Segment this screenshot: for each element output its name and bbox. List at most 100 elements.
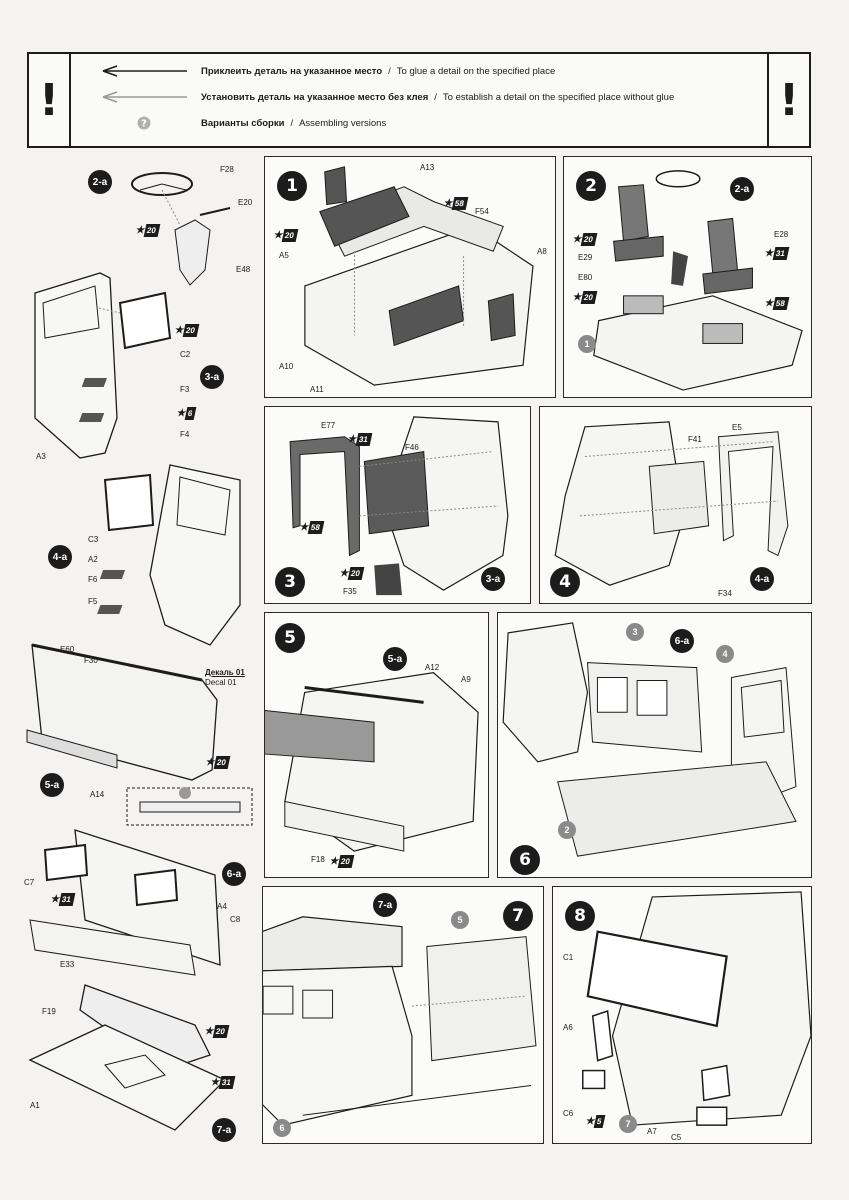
- seats-illustration: [593, 170, 803, 391]
- paint-code-badge: 20: [580, 233, 598, 246]
- ref-7a-badge: 7-a: [373, 893, 397, 917]
- part-label: A3: [36, 452, 46, 461]
- substep-2a-badge: 2-a: [88, 170, 112, 194]
- step-4-panel: 4 F41 E5 F34 4-a: [539, 406, 812, 604]
- cab-front-illustration: [582, 891, 811, 1126]
- dashboard-5a-illustration: [26, 643, 253, 826]
- step-5-number: 5: [275, 623, 305, 653]
- part-label: C7: [24, 878, 35, 887]
- door-4a-illustration: [97, 464, 241, 646]
- part-label: E77: [321, 421, 336, 430]
- legend-noglue-ru: Установить деталь на указанное место без…: [201, 91, 429, 103]
- paint-code-badge: 31: [58, 893, 76, 906]
- part-label: F6: [88, 575, 98, 584]
- paint-code-badge: 31: [218, 1076, 236, 1089]
- part-label: A12: [425, 663, 440, 672]
- step-3-panel: 3 E77 F46 F35 31 58 20 3-a: [264, 406, 531, 604]
- part-label: F41: [688, 435, 702, 444]
- ref-6a-badge: 6-a: [670, 629, 694, 653]
- paint-code-badge: 58: [772, 297, 790, 310]
- glue-arrow-icon: [102, 65, 187, 77]
- ref-step-5-badge: 5: [451, 911, 469, 929]
- part-label: F34: [718, 589, 732, 598]
- step-8-number: 8: [565, 901, 595, 931]
- part-label: A6: [563, 1023, 573, 1032]
- ref-step-1-badge: 1: [578, 335, 596, 353]
- part-label: C3: [88, 535, 99, 544]
- paint-code-badge: 20: [182, 324, 200, 337]
- step-8-panel: 8 C1 A6 C6 A7 C5 5 7: [552, 886, 812, 1144]
- legend-versions-ru: Варианты сборки: [201, 117, 285, 129]
- part-label: E20: [238, 198, 253, 207]
- decal-note: Декаль 01 Decal 01: [205, 668, 245, 688]
- paint-code-badge: 20: [213, 756, 231, 769]
- paint-code-badge: 20: [580, 291, 598, 304]
- part-label: F18: [311, 855, 325, 864]
- part-label: A8: [537, 247, 547, 256]
- legend-box: ! ! Приклеить деталь на указанное место …: [27, 52, 811, 148]
- part-label: E28: [774, 230, 789, 239]
- door-3a-illustration: [34, 272, 172, 459]
- paint-code-badge: 20: [281, 229, 299, 242]
- part-label: A14: [90, 790, 105, 799]
- step-4-number: 4: [550, 567, 580, 597]
- legend-versions-en: Assembling versions: [299, 117, 387, 129]
- help-circle-icon: ?: [137, 116, 151, 130]
- cab-roof-illustration: [263, 916, 537, 1126]
- step-6-panel: 6 3 6-a 4 2: [497, 612, 812, 878]
- legend-glue-ru: Приклеить деталь на указанное место: [201, 65, 383, 77]
- part-label: A7: [647, 1127, 657, 1136]
- part-label: A5: [279, 251, 289, 260]
- dashboard-install-illustration: [265, 672, 479, 852]
- part-label: F19: [42, 1007, 56, 1016]
- step-5-panel: 5 5-a A12 A9 F18 20: [264, 612, 489, 878]
- warning-icon: !: [29, 54, 71, 146]
- part-label: F35: [343, 587, 357, 596]
- step-1-panel: 1 A13 F54 A5 A8 A10 A11 58 20: [264, 156, 556, 398]
- substep-3a-badge: 3-a: [200, 365, 224, 389]
- steering-wheel-illustration: [131, 172, 231, 286]
- legend-versions-row: ? Варианты сборки / Assembling versions: [99, 114, 386, 132]
- legend-noglue-en: To establish a detail on the specified p…: [442, 91, 675, 103]
- backwall-6a-illustration: [29, 829, 221, 976]
- legend-glue-row: Приклеить деталь на указанное место / To…: [99, 62, 555, 80]
- warning-icon: !: [767, 54, 809, 146]
- noglue-arrow-icon: [102, 91, 187, 103]
- ref-4a-badge: 4-a: [750, 567, 774, 591]
- part-label: C8: [230, 915, 241, 924]
- paint-code-badge: 20: [212, 1025, 230, 1038]
- legend-noglue-row: Установить деталь на указанное место без…: [99, 88, 674, 106]
- part-label: C5: [671, 1133, 682, 1142]
- part-label: F4: [180, 430, 190, 439]
- paint-code-badge: 31: [772, 247, 790, 260]
- step-1-number: 1: [277, 171, 307, 201]
- part-label: A4: [217, 902, 227, 911]
- part-label: E29: [578, 253, 593, 262]
- ref-step-3-badge: 3: [626, 623, 644, 641]
- chassis-floor-illustration: [304, 166, 534, 386]
- part-label: A2: [88, 555, 98, 564]
- paint-code-badge: 20: [347, 567, 365, 580]
- substep-6a-badge: 6-a: [222, 862, 246, 886]
- part-label: E48: [236, 265, 251, 274]
- cab-assembly-illustration: [502, 622, 797, 857]
- step-2-number: 2: [576, 171, 606, 201]
- ref-3a-badge: 3-a: [481, 567, 505, 591]
- step-3-number: 3: [275, 567, 305, 597]
- part-label: C1: [563, 953, 574, 962]
- part-label: A9: [461, 675, 471, 684]
- cab-right-frame-illustration: [554, 421, 789, 586]
- part-label: A10: [279, 362, 294, 371]
- cab-side-frame-illustration: [289, 416, 509, 596]
- part-label: F28: [220, 165, 234, 174]
- floor-7a-illustration: [28, 984, 227, 1131]
- legend-separator: /: [290, 117, 294, 129]
- part-label: E5: [732, 423, 742, 432]
- svg-text:?: ?: [141, 119, 147, 130]
- ref-5a-badge: 5-a: [383, 647, 407, 671]
- ref-step-6-badge: 6: [273, 1119, 291, 1137]
- decal-label-en: Decal 01: [205, 678, 237, 687]
- paint-code-badge: 20: [143, 224, 161, 237]
- part-label: F3: [180, 385, 190, 394]
- part-label: E80: [578, 273, 593, 282]
